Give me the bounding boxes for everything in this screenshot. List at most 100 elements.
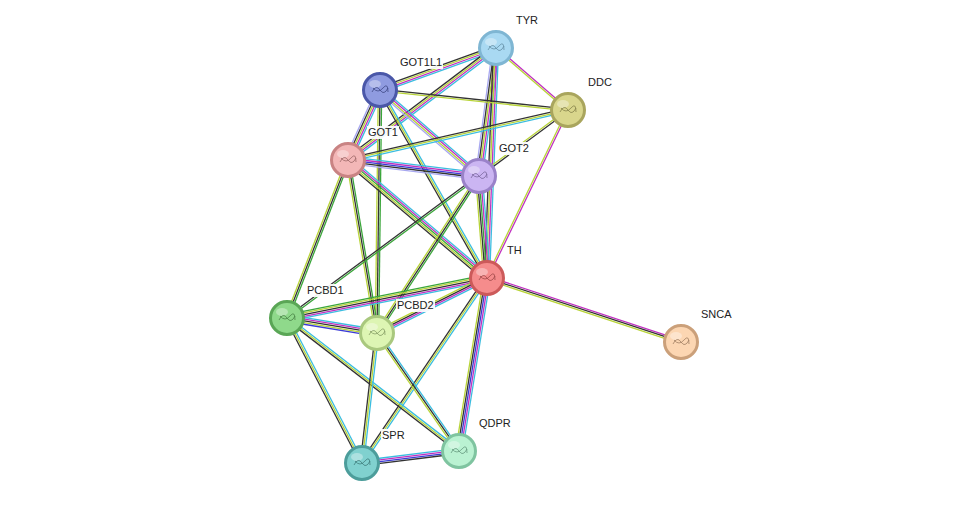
evidence-strand <box>302 324 360 334</box>
interaction-edge <box>502 281 667 338</box>
interaction-edge <box>390 283 474 328</box>
interaction-edge <box>508 58 557 100</box>
evidence-strand <box>302 278 471 312</box>
protein-node: DDC <box>550 92 586 128</box>
evidence-strand <box>352 175 376 316</box>
node-circle <box>362 72 398 108</box>
interaction-edge <box>349 175 376 317</box>
protein-node: TYR <box>478 30 514 66</box>
evidence-strand <box>360 170 475 267</box>
evidence-strand <box>462 294 485 435</box>
evidence-strand <box>495 125 562 264</box>
evidence-strand <box>384 188 469 318</box>
node-label: SPR <box>381 429 406 442</box>
evidence-strand <box>359 172 474 269</box>
interaction-edge <box>396 91 552 109</box>
evidence-strand <box>355 105 374 146</box>
evidence-strand <box>294 176 343 304</box>
evidence-strand <box>386 189 471 319</box>
node-circle <box>441 433 477 469</box>
evidence-strand <box>303 322 361 332</box>
node-label: TYR <box>515 14 539 27</box>
evidence-strand <box>503 281 667 335</box>
evidence-strand <box>364 349 375 447</box>
protein-node: PCBD1 <box>269 300 305 336</box>
evidence-strand <box>364 159 463 171</box>
node-circle <box>330 142 366 178</box>
evidence-strand <box>363 112 552 155</box>
node-label: DDC <box>587 76 613 89</box>
evidence-strand <box>349 176 373 317</box>
interaction-edge <box>378 450 444 463</box>
evidence-strand <box>293 333 353 450</box>
evidence-strand <box>391 284 472 325</box>
evidence-strand <box>396 91 552 108</box>
evidence-strand <box>364 114 553 157</box>
evidence-strand <box>364 162 463 174</box>
node-circle <box>550 92 586 128</box>
evidence-strand <box>378 454 443 462</box>
evidence-strand <box>458 293 481 434</box>
protein-node: SNCA <box>663 324 699 360</box>
evidence-strand <box>351 176 375 317</box>
interaction-edge <box>363 112 553 158</box>
evidence-strand <box>390 102 465 167</box>
node-circle <box>269 300 305 336</box>
evidence-strand <box>477 192 482 262</box>
protein-node: SPR <box>344 445 380 481</box>
interaction-edge <box>458 293 488 435</box>
interaction-edge <box>491 119 555 167</box>
interaction-edge <box>358 168 477 270</box>
evidence-strand <box>478 63 491 159</box>
evidence-strand <box>493 124 560 263</box>
evidence-strand <box>479 64 492 160</box>
node-label: GOT1L1 <box>399 56 443 69</box>
evidence-strand <box>508 59 556 100</box>
node-circle <box>344 445 380 481</box>
evidence-strand <box>390 283 471 324</box>
node-circle <box>461 158 497 194</box>
evidence-strand <box>509 58 557 99</box>
evidence-strand <box>492 120 555 167</box>
evidence-strand <box>463 294 486 435</box>
node-circle <box>663 324 699 360</box>
node-label: PCBD1 <box>306 284 345 297</box>
node-label: QDPR <box>478 417 512 430</box>
evidence-strand <box>363 165 462 177</box>
interaction-edge <box>384 188 471 320</box>
evidence-strand <box>385 347 449 439</box>
interaction-edge <box>477 192 489 263</box>
node-label: PCBD2 <box>396 299 435 312</box>
protein-node: PCBD2 <box>359 315 395 351</box>
evidence-strand <box>364 115 553 158</box>
node-label: GOT2 <box>498 142 530 155</box>
evidence-strand <box>460 294 483 435</box>
interaction-edge <box>291 174 344 303</box>
evidence-strand <box>392 287 473 328</box>
interaction-edge <box>493 124 562 264</box>
evidence-strand <box>388 345 452 437</box>
protein-node: GOT1 <box>330 142 366 178</box>
node-circle <box>478 30 514 66</box>
node-label: TH <box>506 244 523 257</box>
protein-node: GOT1L1 <box>362 72 398 108</box>
protein-node: GOT2 <box>461 158 497 194</box>
evidence-strand <box>396 93 552 110</box>
node-label: GOT1 <box>367 126 399 139</box>
interaction-edge <box>363 159 463 178</box>
evidence-strand <box>364 164 463 176</box>
evidence-strand <box>465 294 488 435</box>
interaction-edge <box>302 317 362 333</box>
interaction-edge <box>385 345 452 439</box>
node-label: SNCA <box>700 308 733 321</box>
evidence-strand <box>502 285 666 339</box>
evidence-strand <box>364 160 463 172</box>
interaction-edge <box>362 349 377 448</box>
evidence-strand <box>387 190 472 320</box>
evidence-strand <box>378 455 443 463</box>
evidence-strand <box>361 58 483 151</box>
node-circle <box>359 315 395 351</box>
node-circle <box>469 260 505 296</box>
interaction-edge <box>352 103 377 147</box>
